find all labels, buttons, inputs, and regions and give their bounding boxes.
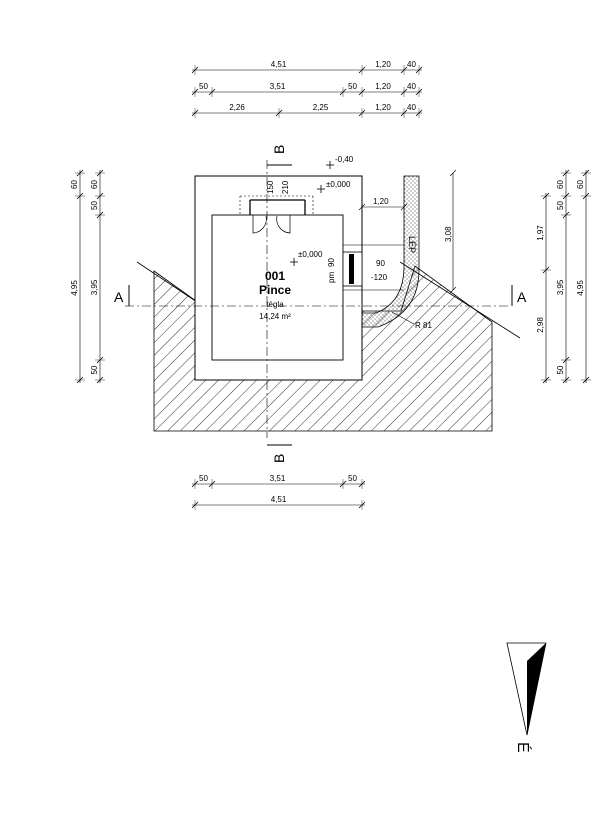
- dim-bottom-row1-label: 3,51: [270, 474, 286, 483]
- dim-right-outer-label: 4,95: [576, 280, 585, 296]
- room-area: 14,24 m²: [259, 312, 291, 321]
- window-width-dim: 90: [376, 259, 385, 268]
- section-b-bottom: B: [271, 454, 287, 463]
- dim-left-inner-label: 60: [90, 180, 99, 189]
- dim-left-inner-label: 50: [90, 201, 99, 210]
- door-height-dim: 210: [281, 180, 290, 194]
- dim-top-row3-label: 2,25: [313, 103, 329, 112]
- lightwell-width-dimline: [358, 203, 408, 211]
- dim-left-inner-label: 50: [90, 365, 99, 374]
- walls: [194, 175, 363, 381]
- north-arrow-icon: [506, 642, 547, 736]
- lightwell-depth-dim: 3,08: [444, 226, 453, 242]
- dim-top-row3-label: 40: [407, 103, 416, 112]
- dim-bottom-row2-label: 4,51: [271, 495, 287, 504]
- dim-top-row2-label: 40: [407, 82, 416, 91]
- level-marker-icons: [290, 161, 334, 266]
- lightwell-width-dim: 1,20: [373, 197, 389, 206]
- room-number: 001: [265, 269, 285, 283]
- dim-top-row1-label: 1,20: [375, 60, 391, 69]
- dim-top-row2-label: 3,51: [270, 82, 286, 91]
- dim-left-inner-label: 3,95: [90, 279, 99, 295]
- section-a-right: A: [517, 289, 527, 305]
- section-axes: [125, 160, 510, 438]
- window-height-dim: 90: [327, 258, 336, 267]
- dim-left-outer-label: 4,95: [70, 280, 79, 296]
- section-b-top: B: [271, 145, 287, 154]
- level-floor-room: ±0,000: [298, 250, 323, 259]
- lightwell-depth-dimline: [449, 169, 457, 294]
- window: [342, 251, 363, 287]
- door-width-dim: 150: [266, 180, 275, 194]
- dim-right-mid-label: 1,97: [536, 225, 545, 241]
- dim-right-inner-label: 50: [556, 365, 565, 374]
- radius-dim: R 81: [415, 321, 432, 330]
- window-pm-dim: pm: [327, 272, 336, 283]
- dim-right-inner-label: 60: [556, 180, 565, 189]
- dim-top-row2-label: 50: [199, 82, 208, 91]
- section-a-left: A: [114, 289, 124, 305]
- dim-right-inner-label: 50: [556, 201, 565, 210]
- section-marks: [128, 164, 513, 446]
- dim-top-row2-label: 50: [348, 82, 357, 91]
- room-name: Pince: [259, 283, 291, 297]
- dim-top-row1-label: 4,51: [271, 60, 287, 69]
- dim-top-row1-label: 40: [407, 60, 416, 69]
- dim-right-inner-label: 3,95: [556, 279, 565, 295]
- dim-right-outer-label: 60: [576, 180, 585, 189]
- dim-left-outer-label: 60: [70, 180, 79, 189]
- terrain-line: [136, 261, 521, 339]
- window-sill-dim: -120: [371, 273, 388, 282]
- dim-bottom-row1-label: 50: [348, 474, 357, 483]
- north-label: É: [514, 742, 533, 753]
- dim-top-row2-label: 1,20: [375, 82, 391, 91]
- level-ground: -0,40: [335, 155, 354, 164]
- dim-bottom-row1-label: 50: [199, 474, 208, 483]
- dim-right-mid-label: 2,98: [536, 317, 545, 333]
- dimension-lines: 4,51 1,20 40 50 3,51 50 1,20 40 2,26 2,25 1,20 40 50…: [70, 60, 591, 510]
- door: [239, 195, 314, 234]
- lightwell: [343, 175, 420, 328]
- level-floor-top: ±0,000: [326, 180, 351, 189]
- dim-top-row3-label: 1,20: [375, 103, 391, 112]
- dim-top-row3-label: 2,26: [229, 103, 245, 112]
- room-finish: tégla: [266, 300, 284, 309]
- stair-label: LÉP: [407, 236, 417, 253]
